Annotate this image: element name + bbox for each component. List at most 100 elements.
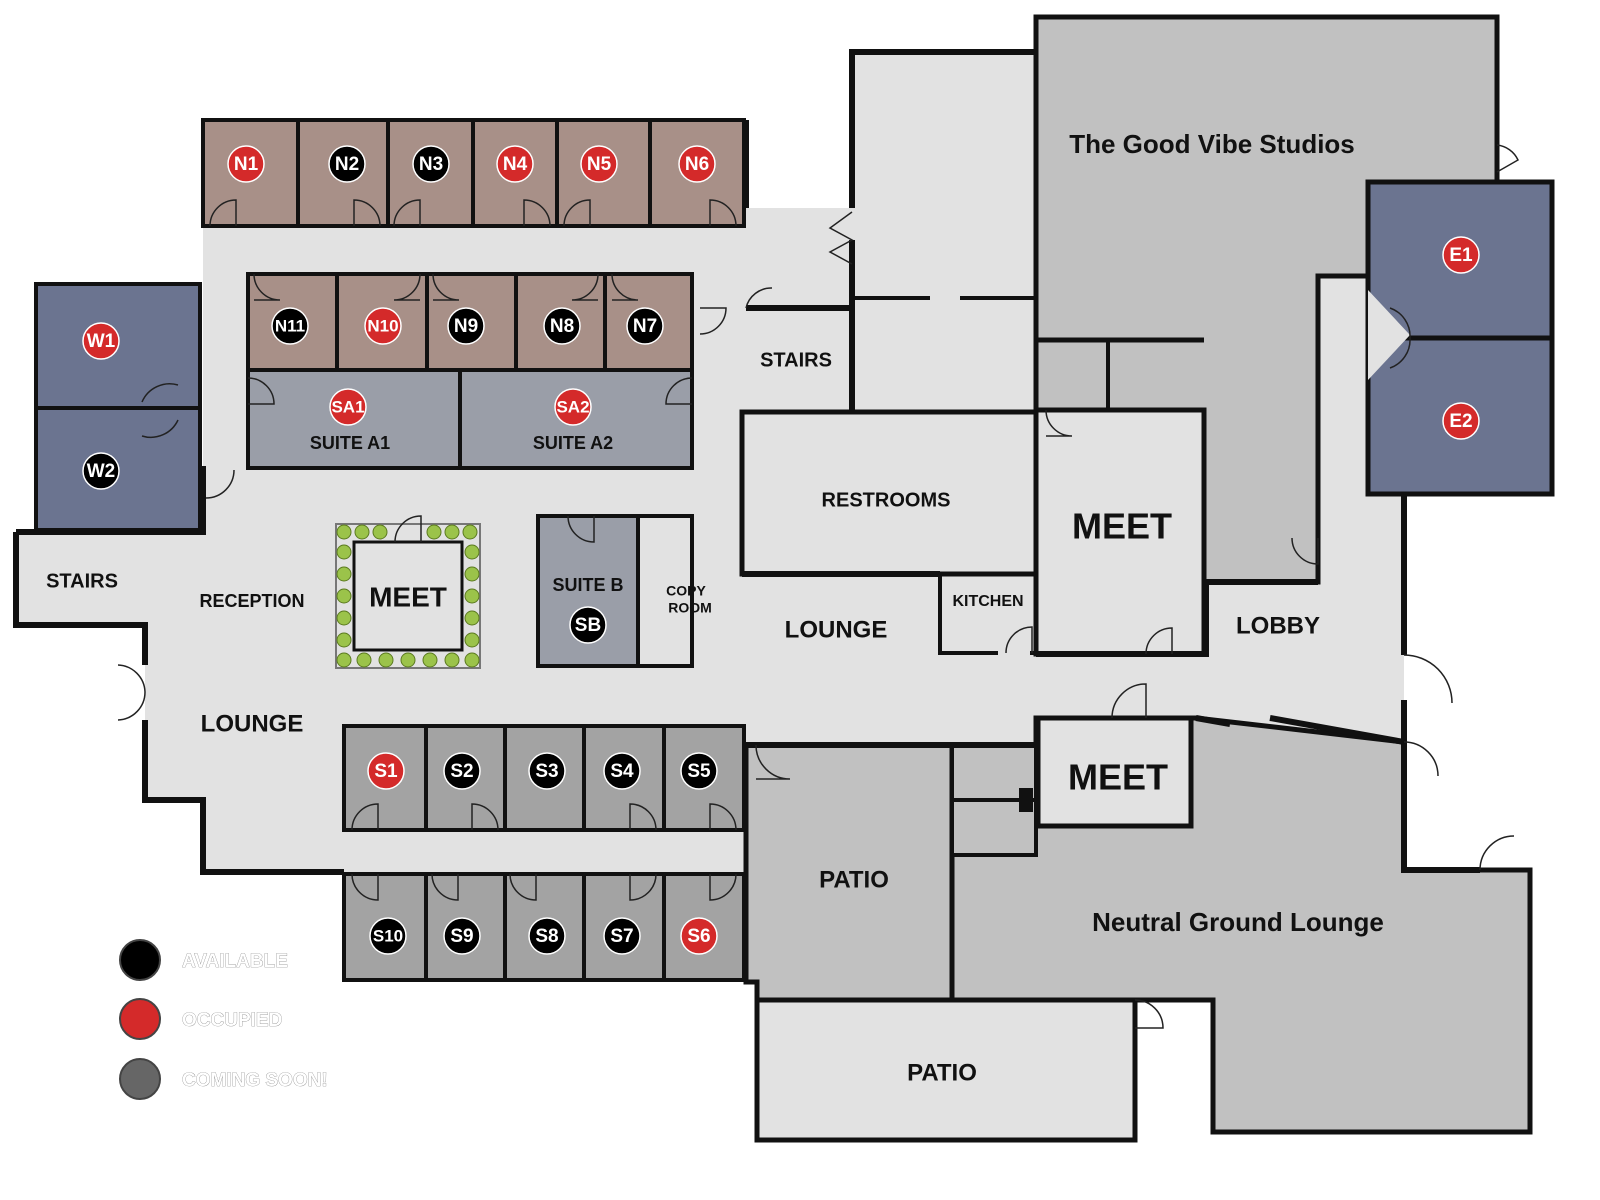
unit-marker-n6-dot — [678, 145, 716, 183]
unit-marker-s10-label: S10 — [373, 926, 403, 945]
unit-marker-n1[interactable]: N1 — [227, 145, 265, 183]
unit-marker-n3-label: N3 — [419, 154, 443, 175]
unit-marker-e2[interactable]: E2 — [1442, 402, 1480, 440]
unit-marker-s9-dot — [443, 917, 481, 955]
unit-marker-n11[interactable]: N11 — [271, 307, 309, 345]
unit-marker-n5[interactable]: N5 — [580, 145, 618, 183]
meet-room-east-area[interactable] — [1033, 337, 1207, 657]
unit-marker-s10-dot — [369, 917, 407, 955]
stairs-west-label: STAIRS — [46, 570, 118, 592]
unit-marker-n10[interactable]: N10 — [364, 307, 402, 345]
unit-marker-n7-dot — [626, 307, 664, 345]
unit-marker-w1-label: W1 — [87, 331, 116, 352]
patio-upper-label: PATIO — [819, 866, 889, 893]
unit-marker-s4[interactable]: S4 — [603, 752, 641, 790]
unit-markers: N1 N2 N3 N4 N5 N6 N11 N10 N9 N8 N7 SA1 S… — [82, 145, 1480, 955]
restrooms-area — [739, 296, 1039, 577]
unit-marker-n4-label: N4 — [503, 154, 528, 175]
unit-marker-n10-dot — [364, 307, 402, 345]
unit-marker-n1-dot — [227, 145, 265, 183]
reception-label: RECEPTION — [199, 591, 304, 611]
unit-marker-s8[interactable]: S8 — [528, 917, 566, 955]
legend-occupied: OCCUPIED — [119, 998, 283, 1040]
unit-marker-s2[interactable]: S2 — [443, 752, 481, 790]
unit-marker-n11-label: N11 — [275, 316, 305, 335]
lounge-center-label: LOUNGE — [785, 616, 888, 643]
unit-marker-s9-label: S9 — [450, 926, 473, 947]
unit-marker-s1[interactable]: S1 — [367, 752, 405, 790]
unit-marker-w1[interactable]: W1 — [82, 322, 120, 360]
unit-marker-sa1[interactable]: SA1 — [329, 388, 367, 426]
suite-b-area[interactable] — [536, 514, 694, 668]
unit-marker-s5-dot — [680, 752, 718, 790]
unit-marker-sa1-dot — [329, 388, 367, 426]
unit-marker-s5[interactable]: S5 — [680, 752, 718, 790]
office-s6[interactable] — [662, 872, 746, 982]
unit-marker-sb-dot — [569, 606, 607, 644]
unit-marker-s3-label: S3 — [535, 761, 558, 782]
doors — [117, 144, 1519, 1029]
unit-marker-n8-dot — [543, 307, 581, 345]
meet-south-label: MEET — [1068, 757, 1168, 798]
unit-marker-w2-label: W2 — [87, 461, 116, 482]
unit-marker-s4-label: S4 — [610, 761, 634, 782]
unit-marker-s1-dot — [367, 752, 405, 790]
west-offices — [34, 282, 202, 532]
unit-marker-e2-label: E2 — [1449, 411, 1472, 432]
unit-marker-s5-label: S5 — [687, 761, 711, 782]
copy-room-label-line2: ROOM — [668, 600, 712, 616]
unit-marker-s10[interactable]: S10 — [369, 917, 407, 955]
unit-marker-n7[interactable]: N7 — [626, 307, 664, 345]
stairs-north-label: STAIRS — [760, 349, 832, 371]
unit-marker-s9[interactable]: S9 — [443, 917, 481, 955]
unit-marker-s3-dot — [528, 752, 566, 790]
unit-marker-n8-label: N8 — [550, 316, 574, 337]
unit-marker-n2[interactable]: N2 — [328, 145, 366, 183]
unit-marker-sb[interactable]: SB — [569, 606, 607, 644]
unit-marker-sa1-label: SA1 — [331, 397, 364, 416]
legend-coming-soon-swatch — [119, 1058, 161, 1100]
storage-rooms — [950, 743, 1038, 857]
south-offices-top-row — [342, 724, 746, 832]
planter-boxes — [336, 524, 480, 668]
legend: AVAILABLE OCCUPIED COMING SOON! — [119, 939, 328, 1100]
unit-marker-s6-label: S6 — [687, 926, 710, 947]
unit-marker-sa2-dot — [554, 388, 592, 426]
unit-marker-s2-dot — [443, 752, 481, 790]
unit-marker-s6[interactable]: S6 — [680, 917, 718, 955]
kitchen-area — [938, 574, 1036, 655]
suite-a2-label: SUITE A2 — [533, 433, 613, 453]
patio-lower-label: PATIO — [907, 1059, 977, 1086]
office-n3[interactable] — [386, 118, 475, 228]
unit-marker-w2-dot — [82, 452, 120, 490]
unit-marker-s1-label: S1 — [374, 761, 398, 782]
unit-marker-n6[interactable]: N6 — [678, 145, 716, 183]
unit-marker-s3[interactable]: S3 — [528, 752, 566, 790]
suites-a — [246, 368, 694, 470]
east-offices — [1365, 179, 1555, 497]
legend-coming-soon-label: COMING SOON! — [182, 1070, 328, 1091]
unit-marker-n8[interactable]: N8 — [543, 307, 581, 345]
meet-room-center-area[interactable] — [335, 523, 481, 669]
unit-marker-w2[interactable]: W2 — [82, 452, 120, 490]
patio-lower-area[interactable] — [754, 997, 1138, 1143]
unit-marker-s7[interactable]: S7 — [603, 917, 641, 955]
legend-coming-soon: COMING SOON! — [119, 1058, 328, 1100]
legend-available-swatch — [119, 939, 161, 981]
unit-marker-sa2[interactable]: SA2 — [554, 388, 592, 426]
unit-marker-n9[interactable]: N9 — [447, 307, 485, 345]
unit-marker-n2-label: N2 — [335, 154, 359, 175]
legend-occupied-label: OCCUPIED — [182, 1010, 282, 1031]
unit-marker-w1-dot — [82, 322, 120, 360]
unit-marker-s8-label: S8 — [535, 926, 558, 947]
unit-marker-e1[interactable]: E1 — [1442, 236, 1480, 274]
lounge-west-label: LOUNGE — [201, 710, 304, 737]
unit-marker-s2-label: S2 — [450, 761, 473, 782]
restrooms-label: RESTROOMS — [822, 489, 951, 511]
unit-marker-n9-label: N9 — [454, 316, 478, 337]
unit-marker-n3[interactable]: N3 — [412, 145, 450, 183]
neutral-ground-label: Neutral Ground Lounge — [1092, 907, 1384, 937]
unit-marker-n4[interactable]: N4 — [496, 145, 534, 183]
meet-room-south-area[interactable] — [1035, 715, 1194, 829]
